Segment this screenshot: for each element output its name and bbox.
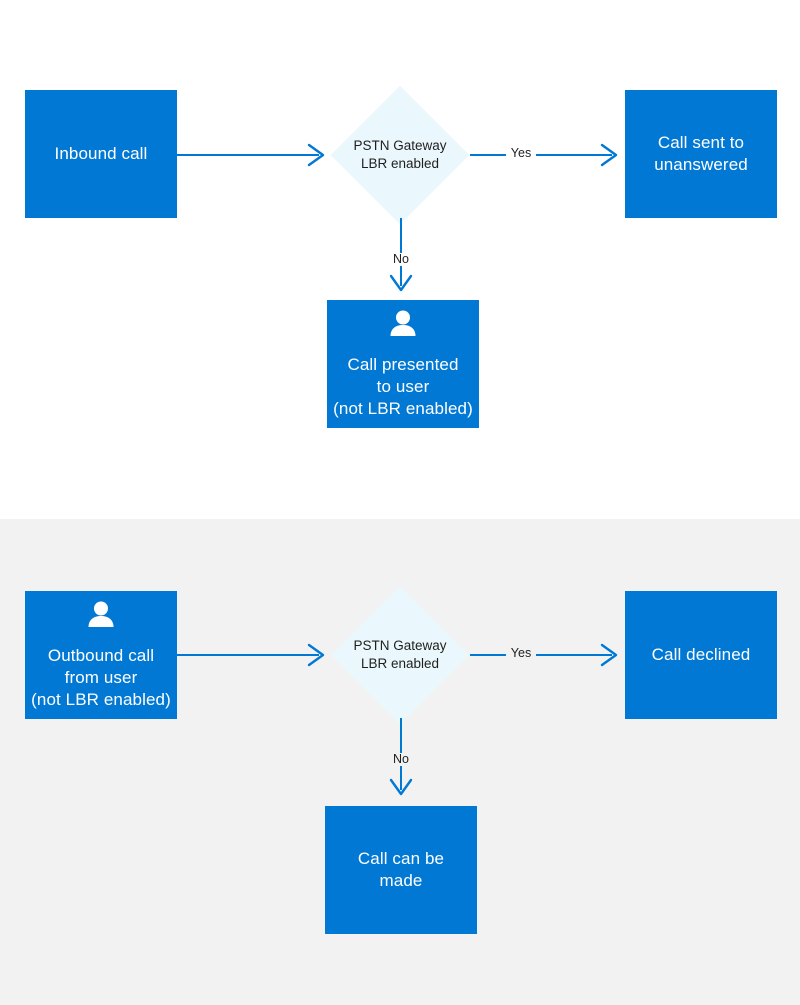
node-call-sent-to-unanswered[interactable]: Call sent to unanswered — [625, 90, 777, 218]
node-call-can-be-made-label: Call can be made — [357, 849, 445, 890]
node-call-presented-to-user[interactable]: Call presented to user (not LBR enabled) — [327, 300, 479, 428]
node-inbound-call[interactable]: Inbound call — [25, 90, 177, 218]
node-call-sent-to-unanswered-label: Call sent to unanswered — [654, 133, 748, 174]
node-decision-pstn-gateway-lbr-top[interactable]: PSTN Gateway LBR enabled — [330, 85, 470, 225]
edge-label-no-bottom: No — [386, 753, 416, 766]
node-decision-bottom-label: PSTN Gateway LBR enabled — [353, 637, 447, 671]
person-icon — [388, 309, 418, 345]
node-call-can-be-made[interactable]: Call can be made — [325, 806, 477, 934]
edge-label-yes-top: Yes — [506, 147, 536, 160]
edge-label-yes-bottom: Yes — [506, 647, 536, 660]
node-call-declined-label: Call declined — [651, 645, 751, 665]
node-decision-pstn-gateway-lbr-bottom[interactable]: PSTN Gateway LBR enabled — [330, 585, 470, 725]
node-call-presented-to-user-label: Call presented to user (not LBR enabled) — [333, 355, 473, 418]
node-inbound-call-label: Inbound call — [54, 144, 148, 164]
node-outbound-call-from-user[interactable]: Outbound call from user (not LBR enabled… — [25, 591, 177, 719]
node-call-declined[interactable]: Call declined — [625, 591, 777, 719]
person-icon — [86, 600, 116, 636]
node-outbound-call-from-user-label: Outbound call from user (not LBR enabled… — [31, 646, 171, 709]
edge-label-no-top: No — [386, 253, 416, 266]
node-decision-top-label: PSTN Gateway LBR enabled — [353, 137, 447, 171]
